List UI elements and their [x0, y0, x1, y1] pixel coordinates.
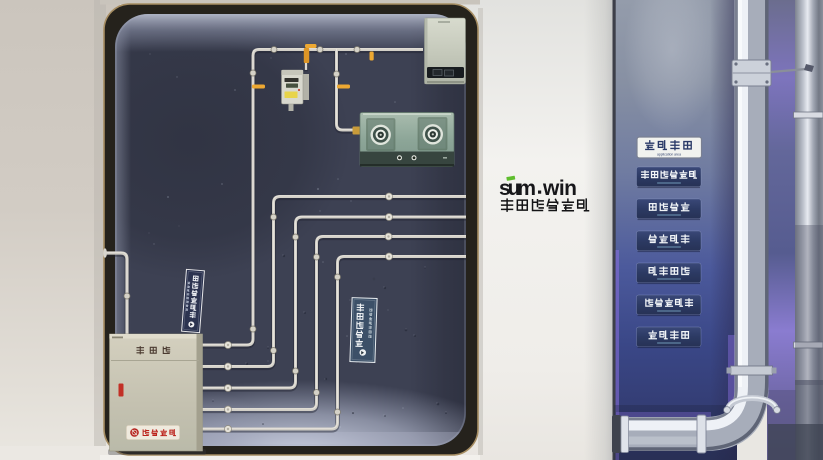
svg-text:win: win	[542, 177, 577, 200]
svg-text:application area: application area	[657, 153, 681, 157]
svg-text:sum: sum	[499, 177, 536, 200]
